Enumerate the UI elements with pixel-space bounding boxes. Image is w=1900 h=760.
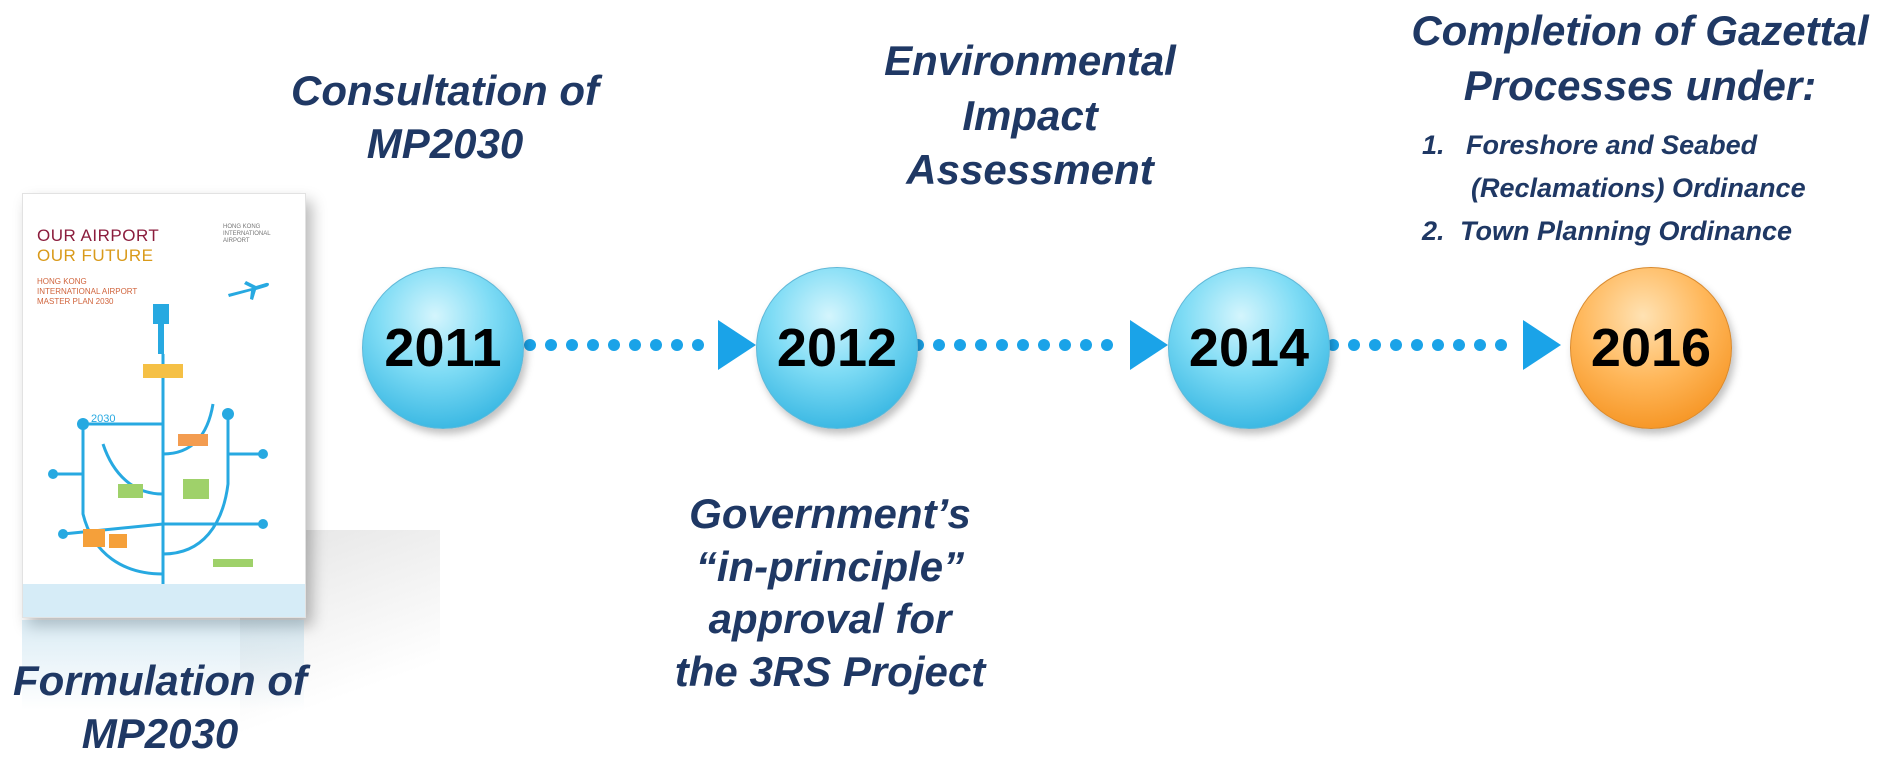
milestone-year-2016: 2016 [1591, 317, 1711, 379]
list-number: 2. [1422, 216, 1445, 246]
label-consultation: Consultation of MP2030 [245, 64, 645, 171]
list-number: 1. [1422, 130, 1445, 160]
milestone-year-2014: 2014 [1189, 317, 1309, 379]
gazettal-list-item-2: 2. Town Planning Ordinance [1422, 210, 1892, 253]
label-line: “in-principle” [630, 541, 1030, 594]
label-formulation: Formulation of MP2030 [0, 655, 320, 760]
milestone-node-2014: 2014 [1168, 267, 1330, 429]
list-text-continued: (Reclamations) Ordinance [1422, 167, 1892, 210]
label-line: Consultation of [245, 64, 645, 117]
milestone-node-2016: 2016 [1570, 267, 1732, 429]
label-line: approval for [630, 593, 1030, 646]
label-line: Government’s [630, 488, 1030, 541]
gazettal-list: 1. Foreshore and Seabed (Reclamations) O… [1422, 124, 1892, 254]
label-line: Impact [830, 89, 1230, 144]
label-line: Processes under: [1395, 59, 1885, 114]
milestone-node-2012: 2012 [756, 267, 918, 429]
label-government-approval: Government’s “in-principle” approval for… [630, 488, 1030, 698]
milestone-year-2012: 2012 [777, 317, 897, 379]
label-line: Environmental [830, 34, 1230, 89]
label-eia: Environmental Impact Assessment [830, 34, 1230, 198]
milestone-node-2011: 2011 [362, 267, 524, 429]
label-line: MP2030 [245, 117, 645, 170]
label-line: Completion of Gazettal [1395, 4, 1885, 59]
list-text: Foreshore and Seabed [1452, 130, 1757, 160]
milestone-year-2011: 2011 [384, 317, 501, 379]
gazettal-list-item-1: 1. Foreshore and Seabed [1422, 124, 1892, 167]
list-text: Town Planning Ordinance [1452, 216, 1792, 246]
label-line: the 3RS Project [630, 646, 1030, 699]
label-line: MP2030 [0, 708, 320, 760]
label-line: Assessment [830, 143, 1230, 198]
label-gazettal: Completion of Gazettal Processes under: [1395, 4, 1885, 113]
label-line: Formulation of [0, 655, 320, 708]
